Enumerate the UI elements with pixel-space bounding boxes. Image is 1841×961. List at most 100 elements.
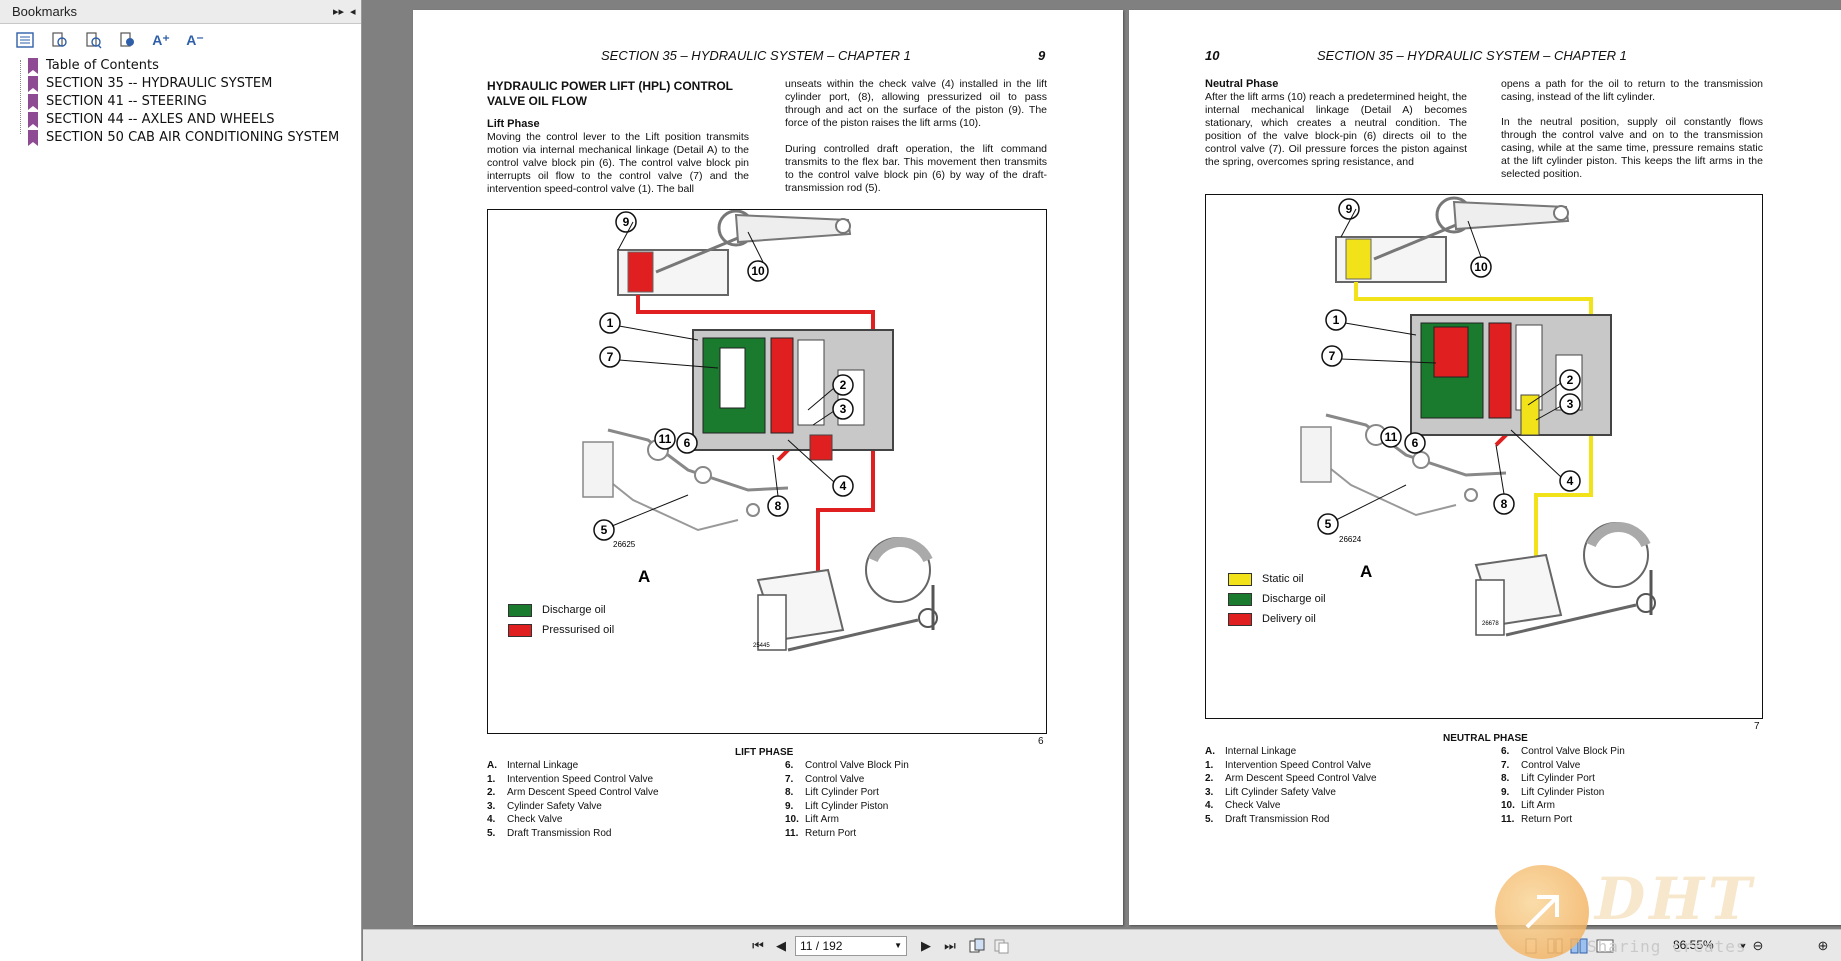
bookmark-label: Table of Contents bbox=[46, 57, 159, 73]
two-page-view-icon[interactable] bbox=[1569, 936, 1589, 956]
callout-8: 8 bbox=[1493, 493, 1515, 515]
bookmark-item[interactable]: SECTION 44 -- AXLES AND WHEELS bbox=[28, 110, 361, 128]
bookmark-item[interactable]: SECTION 35 -- HYDRAULIC SYSTEM bbox=[28, 74, 361, 92]
linkage-pivot bbox=[746, 503, 760, 517]
bookmark-item[interactable]: Table of Contents bbox=[28, 56, 361, 74]
bookmark-item[interactable]: SECTION 41 -- STEERING bbox=[28, 92, 361, 110]
page-header: SECTION 35 – HYDRAULIC SYSTEM – CHAPTER … bbox=[1317, 48, 1627, 63]
document-viewport[interactable]: SECTION 35 – HYDRAULIC SYSTEM – CHAPTER … bbox=[363, 0, 1841, 961]
linkage-rod bbox=[1325, 413, 1507, 477]
control-valve-spool bbox=[719, 347, 746, 409]
bookmarks-tree: Table of Contents SECTION 35 -- HYDRAULI… bbox=[0, 56, 361, 146]
legend-entry: 5.Draft Transmission Rod bbox=[487, 827, 612, 839]
leader-line bbox=[611, 494, 689, 527]
svg-text:1: 1 bbox=[607, 316, 614, 330]
section-title: HYDRAULIC POWER LIFT (HPL) CONTROL VALVE… bbox=[487, 79, 733, 109]
bookmark-icon bbox=[28, 75, 38, 92]
page-number: 10 bbox=[1205, 48, 1220, 63]
first-page-button[interactable]: ⏮ bbox=[752, 938, 764, 953]
zoom-in-icon[interactable]: ⊕ bbox=[1817, 938, 1829, 953]
svg-text:7: 7 bbox=[607, 350, 614, 364]
single-page-view-icon[interactable] bbox=[1521, 936, 1541, 956]
diagram-drawing: 9 10 1 7 2 bbox=[582, 210, 938, 652]
leader-line bbox=[747, 231, 764, 263]
legend-label: Discharge oil bbox=[1262, 593, 1326, 605]
lift-arm-end bbox=[1553, 205, 1569, 221]
legend-entry: 8.Lift Cylinder Port bbox=[785, 787, 879, 798]
expand-bookmark-icon[interactable] bbox=[118, 31, 136, 49]
add-bookmark-icon[interactable] bbox=[50, 31, 68, 49]
callout-2: 2 bbox=[1559, 369, 1581, 391]
bookmark-item[interactable]: SECTION 50 CAB AIR CONDITIONING SYSTEM bbox=[28, 128, 361, 146]
leader-line bbox=[807, 387, 835, 411]
zoom-out-icon[interactable]: ⊖ bbox=[1752, 938, 1764, 953]
bookmark-options-icon[interactable] bbox=[16, 31, 34, 49]
leader-line bbox=[1495, 444, 1505, 495]
lift-cylinder-oil bbox=[627, 251, 654, 293]
svg-text:8: 8 bbox=[775, 499, 782, 513]
bookmark-label: SECTION 41 -- STEERING bbox=[46, 93, 207, 109]
parts-legend: 6.Control Valve Block Pin 7.Control Valv… bbox=[785, 759, 1055, 840]
expand-panel-icon[interactable]: ▸▸ bbox=[333, 6, 345, 18]
tree-connector bbox=[20, 60, 21, 134]
bookmark-label: SECTION 50 CAB AIR CONDITIONING SYSTEM bbox=[46, 129, 340, 145]
svg-text:4: 4 bbox=[840, 479, 847, 493]
last-page-button[interactable]: ⏭ bbox=[944, 938, 956, 953]
facing-pages-icon[interactable] bbox=[967, 936, 987, 956]
legend-row: Static oil bbox=[1228, 569, 1326, 589]
bookmark-icon bbox=[28, 57, 38, 74]
fit-page-icon[interactable] bbox=[1595, 936, 1615, 956]
page-navigation-bar: ⏮ ◀ 11 / 192 ▼ ▶ ⏭ 86.55% ▼ ⊖ ⊕ bbox=[363, 929, 1841, 961]
spring-housing bbox=[582, 441, 614, 498]
collapse-panel-icon[interactable]: ◂ bbox=[350, 6, 356, 18]
section-title-line: VALVE OIL FLOW bbox=[487, 94, 587, 108]
bookmark-icon bbox=[28, 129, 38, 146]
pdf-page-9: SECTION 35 – HYDRAULIC SYSTEM – CHAPTER … bbox=[413, 10, 1123, 925]
lift-arm-end bbox=[835, 218, 851, 234]
zoom-dropdown-icon[interactable]: ▼ bbox=[1738, 941, 1748, 951]
rotate-view-icon[interactable] bbox=[991, 936, 1011, 956]
lift-cylinder-oil bbox=[1345, 238, 1372, 280]
callout-11: 11 bbox=[1380, 426, 1402, 448]
leader-line bbox=[1340, 208, 1357, 238]
continuous-view-icon[interactable] bbox=[1545, 936, 1565, 956]
callout-3: 3 bbox=[832, 398, 854, 420]
bookmark-label: SECTION 44 -- AXLES AND WHEELS bbox=[46, 111, 275, 127]
callout-11: 11 bbox=[654, 428, 676, 450]
previous-page-button[interactable]: ◀ bbox=[776, 938, 786, 953]
svg-text:7: 7 bbox=[1329, 349, 1336, 363]
increase-text-size-icon[interactable]: A⁺ bbox=[152, 31, 170, 48]
leader-line bbox=[772, 454, 779, 497]
page-number: 9 bbox=[1038, 48, 1046, 63]
bookmark-icon bbox=[28, 111, 38, 128]
figure-caption: LIFT PHASE bbox=[735, 747, 794, 758]
parts-legend: 6.Control Valve Block Pin 7.Control Valv… bbox=[1501, 745, 1771, 826]
legend-entry: 4.Check Valve bbox=[487, 814, 563, 825]
callout-7: 7 bbox=[1321, 345, 1343, 367]
legend-entry: 7.Control Valve bbox=[1501, 759, 1581, 771]
spring-housing bbox=[1300, 426, 1332, 483]
legend-swatch-static bbox=[1228, 572, 1252, 586]
find-bookmark-icon[interactable] bbox=[84, 31, 102, 49]
next-page-button[interactable]: ▶ bbox=[921, 938, 931, 953]
leader-line bbox=[1340, 358, 1437, 364]
callout-9: 9 bbox=[615, 211, 637, 233]
legend-row: Discharge oil bbox=[1228, 589, 1326, 609]
decrease-text-size-icon[interactable]: A⁻ bbox=[186, 31, 204, 48]
legend-label: Pressurised oil bbox=[542, 624, 615, 636]
chevron-down-icon[interactable]: ▼ bbox=[894, 941, 902, 950]
legend-label: Delivery oil bbox=[1262, 613, 1316, 625]
detail-label: A bbox=[638, 567, 650, 586]
legend-entry: 3.Lift Cylinder Safety Valve bbox=[1205, 786, 1336, 798]
detail-drum-hatch bbox=[1586, 522, 1651, 548]
figure-caption: NEUTRAL PHASE bbox=[1443, 733, 1528, 744]
svg-text:10: 10 bbox=[1474, 260, 1488, 274]
figure-number: 6 bbox=[1038, 736, 1044, 747]
diagram-drawing: 9 10 1 7 2 bbox=[1300, 196, 1656, 637]
legend-swatch-discharge bbox=[1228, 592, 1252, 606]
page-number-input[interactable]: 11 / 192 ▼ bbox=[795, 936, 907, 956]
callout-1: 1 bbox=[1325, 309, 1347, 331]
zoom-level[interactable]: 86.55% bbox=[1673, 938, 1714, 952]
callout-8: 8 bbox=[767, 495, 789, 517]
callout-10: 10 bbox=[1470, 256, 1492, 278]
